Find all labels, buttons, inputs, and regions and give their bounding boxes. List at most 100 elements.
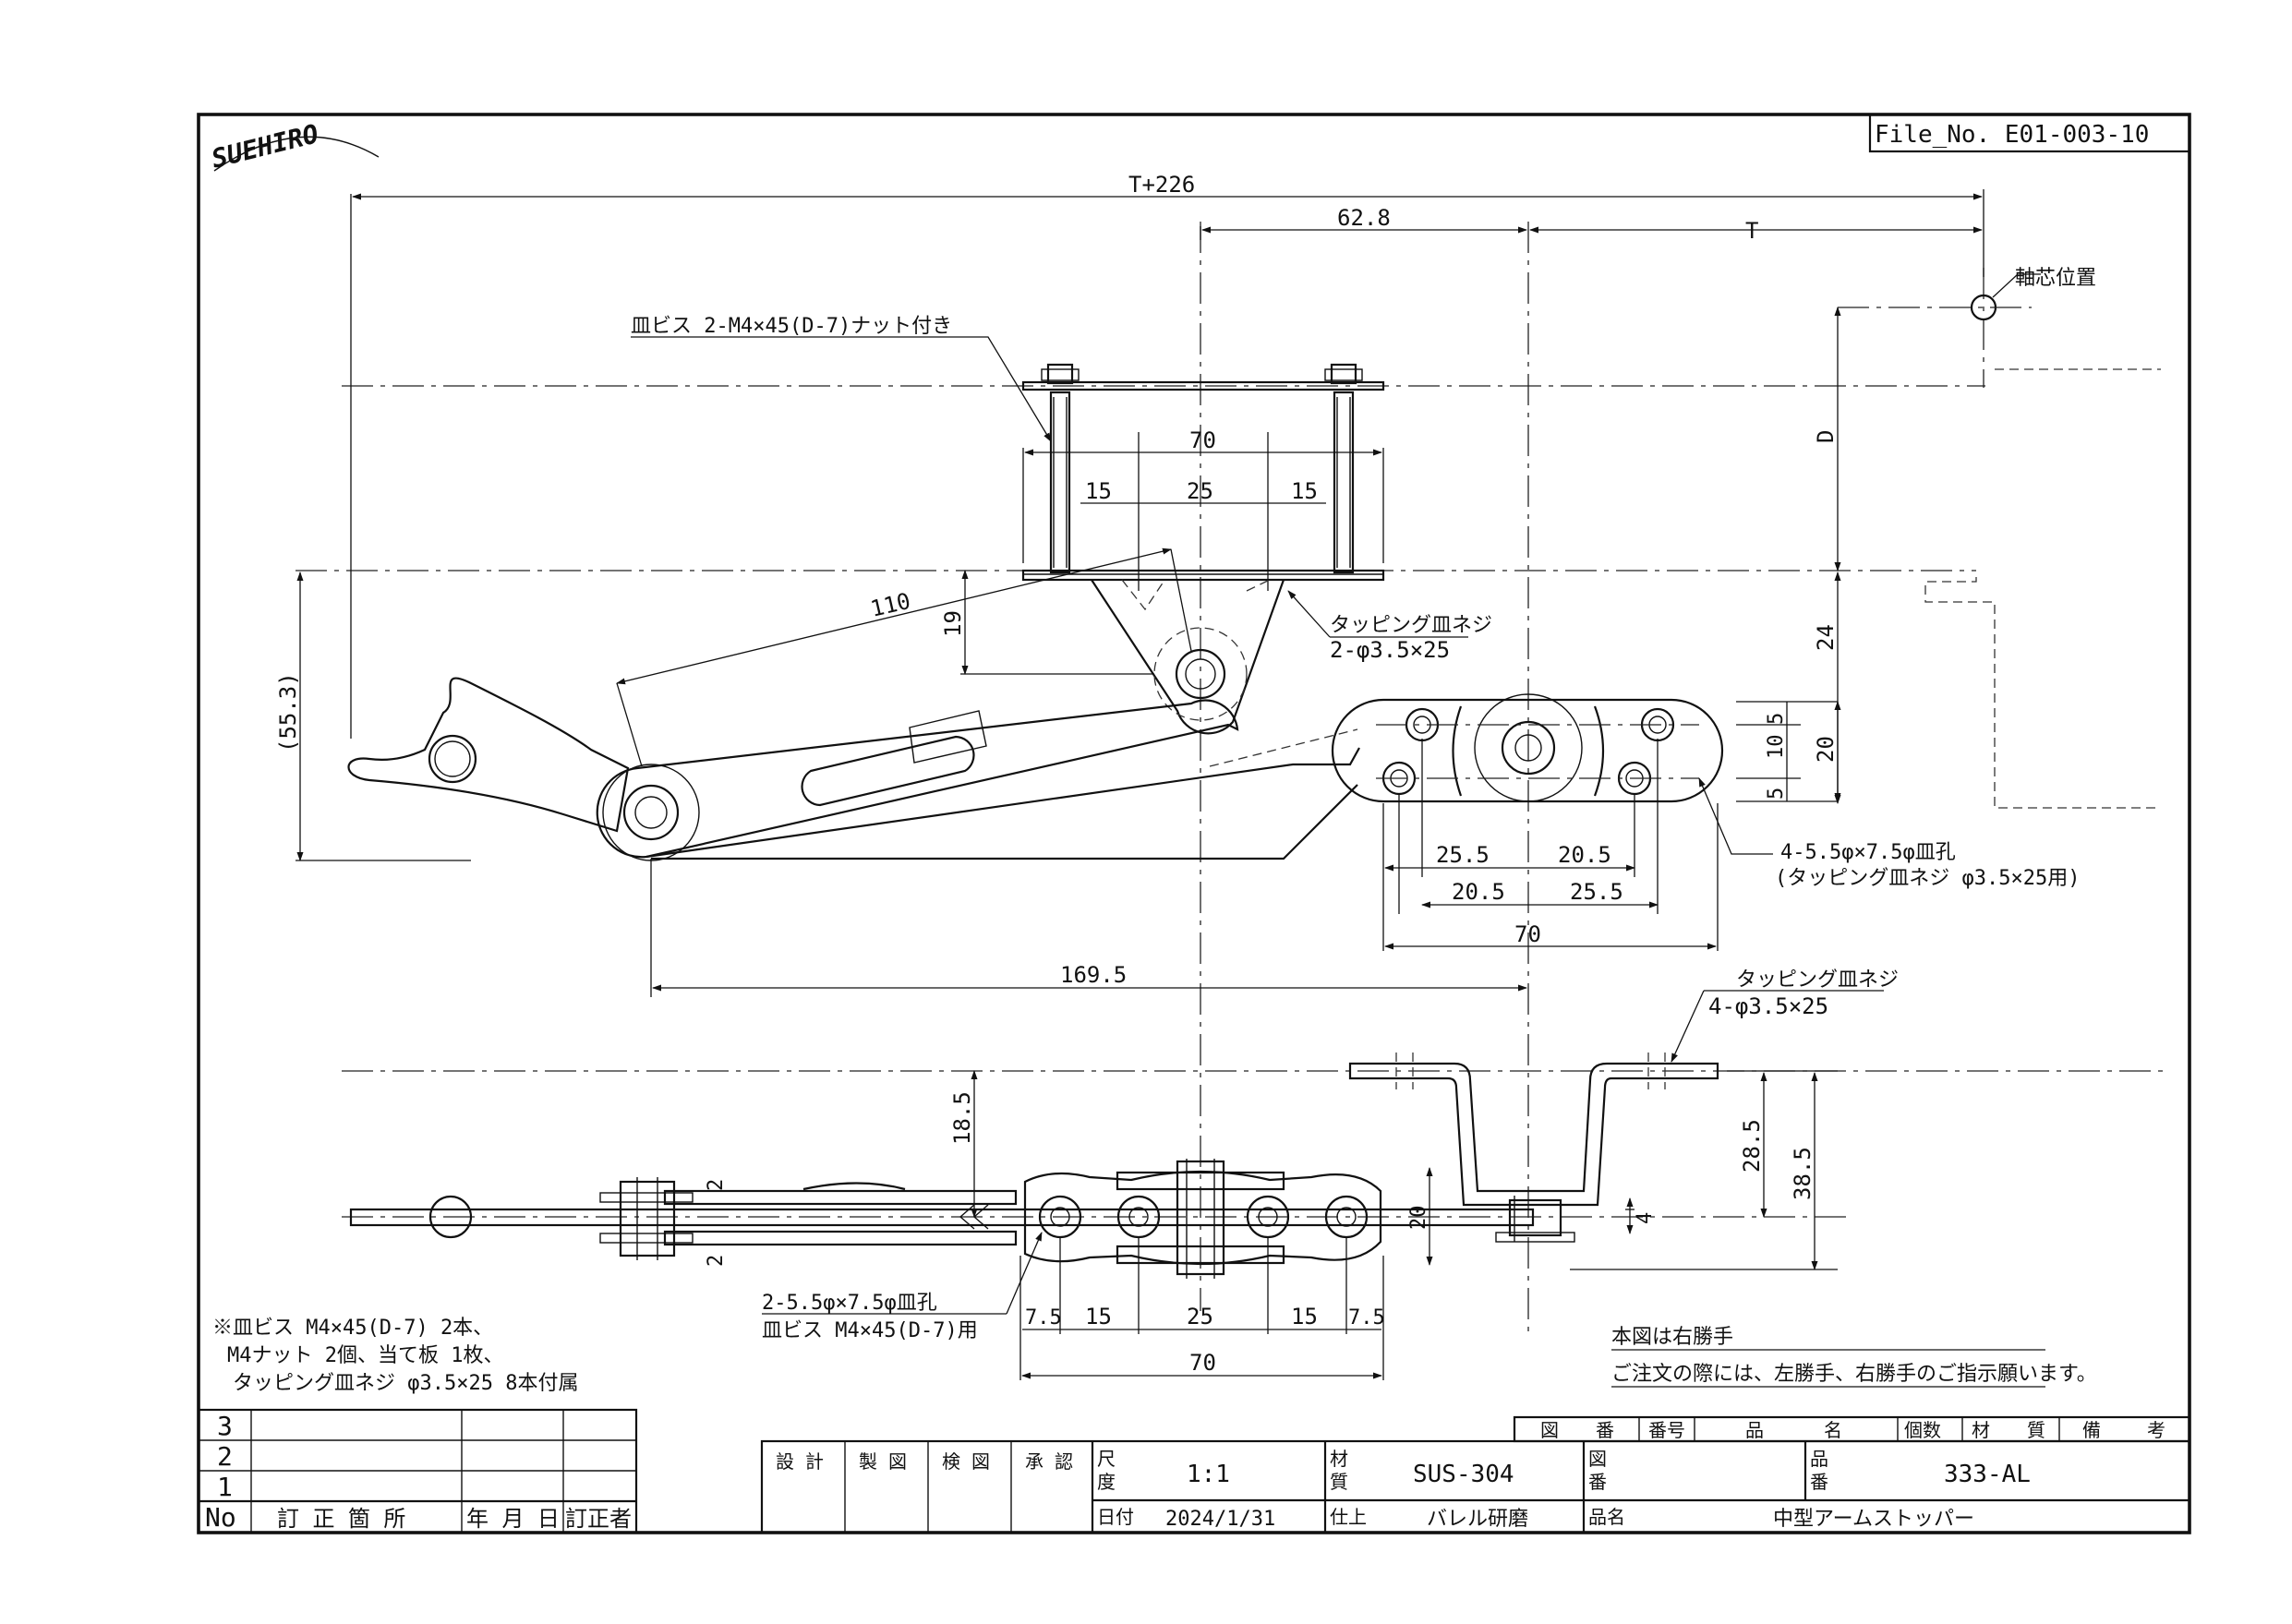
dim-b15b: 15 [1291,1304,1318,1329]
dim-10: 10 [1765,735,1788,760]
dim-20-5b: 20.5 [1452,879,1505,905]
dim-110: 110 [868,588,913,622]
dim-18-5: 18.5 [949,1091,975,1145]
accessory-note: ※皿ビス M4×45(D-7) 2本、 M4ナット 2個、当て板 1枚、 タッピ… [212,1317,578,1395]
dim-b7-5a: 7.5 [1025,1306,1062,1329]
dim-top-70: 70 [1189,427,1216,453]
dim-20v: 20 [1407,1206,1430,1231]
title-block: 設 計 製 図 検 図 承 認 尺 度 1:1 日付 2024/1/31 材 質… [760,1439,2191,1534]
finish-value: バレル研磨 [1427,1508,1528,1531]
svg-text:品: 品 [1745,1419,1764,1441]
dim-55-3: (55.3) [275,672,301,752]
svg-text:質: 質 [2027,1419,2045,1441]
file-number: File_No. E01-003-10 [1875,121,2149,149]
dim-24: 24 [1813,624,1839,651]
dim-mid-70: 70 [1514,921,1541,947]
date-value: 2024/1/31 [1165,1508,1275,1531]
dim-t: T [1745,218,1758,244]
dim-28-5: 28.5 [1739,1119,1765,1173]
svg-text:設 計: 設 計 [776,1450,824,1473]
dim-b15a: 15 [1085,1304,1112,1329]
dim-25-5b: 25.5 [1570,879,1623,905]
svg-text:番: 番 [1588,1471,1607,1493]
side-view: タッピング皿ネジ 4-φ3.5×25 18.5 28.5 38.5 [342,968,2170,1380]
svg-text:2: 2 [217,1441,233,1472]
svg-text:No: No [205,1502,236,1533]
product-name: 中型アームストッパー [1773,1508,1974,1531]
dim-19: 19 [940,610,966,637]
suehiro-logo: SUEHIRO [209,118,380,174]
accessory-line-2: M4ナット 2個、当て板 1枚、 [227,1344,503,1367]
dim-top-25: 25 [1187,478,1213,504]
svg-text:備: 備 [2082,1419,2101,1441]
dim-2b: 2 [705,1255,728,1267]
hand-line-1: 本図は右勝手 [1611,1326,1733,1349]
svg-text:番: 番 [1596,1419,1614,1441]
dim-25-5a: 25.5 [1436,842,1490,868]
product-number: 333-AL [1944,1461,2031,1488]
dim-b7-5b: 7.5 [1348,1306,1385,1329]
note-screw-top: 皿ビス 2-M4×45(D-7)ナット付き [631,315,952,338]
svg-text:訂 正 箇 所: 訂 正 箇 所 [277,1506,405,1532]
svg-text:番: 番 [1810,1471,1828,1493]
dim-20: 20 [1813,736,1839,763]
svg-text:SUEHIRO: SUEHIRO [209,118,322,174]
svg-text:名: 名 [1824,1419,1842,1441]
revision-table: 3 2 1 No 訂 正 箇 所 年 月 日 訂正者 [197,1408,638,1534]
note-holes-l2: (タッピング皿ネジ φ3.5×25用) [1775,867,2080,890]
note-tapping1-l2: 2-φ3.5×25 [1330,637,1450,663]
svg-text:考: 考 [2147,1419,2165,1441]
svg-text:検 図: 検 図 [942,1450,990,1473]
accessory-line-3: タッピング皿ネジ φ3.5×25 8本付属 [233,1372,578,1395]
svg-text:図: 図 [1588,1448,1607,1470]
svg-text:承 認: 承 認 [1025,1450,1073,1473]
note-holes2-l2: 皿ビス M4×45(D-7)用 [762,1319,978,1342]
svg-text:図: 図 [1540,1419,1559,1441]
note-tapping2-l2: 4-φ3.5×25 [1708,993,1828,1019]
dim-top-15a: 15 [1085,478,1112,504]
note-holes-l1: 4-5.5φ×7.5φ皿孔 [1780,841,1956,864]
dim-4: 4 [1634,1212,1657,1224]
svg-text:品: 品 [1810,1448,1828,1470]
dim-b25: 25 [1187,1304,1213,1329]
top-view: T+226 62.8 T 軸芯位置 D 24 [275,172,2161,1339]
dim-d: D [1813,430,1839,443]
svg-text:1: 1 [217,1472,233,1502]
svg-text:年 月 日: 年 月 日 [466,1506,560,1532]
svg-text:番号: 番号 [1648,1419,1685,1441]
parts-list-header: 図 番 番号 品 名 個数 材 質 備 考 [1513,1415,2191,1443]
dim-t226: T+226 [1128,172,1195,198]
svg-text:尺: 尺 [1097,1448,1116,1470]
svg-text:個数: 個数 [1904,1419,1941,1441]
dim-b70: 70 [1189,1350,1216,1376]
svg-text:3: 3 [217,1411,233,1441]
note-tapping2-l1: タッピング皿ネジ [1736,968,1899,992]
svg-text:製 図: 製 図 [859,1450,907,1473]
svg-text:材: 材 [1972,1419,1990,1441]
material-value: SUS-304 [1413,1461,1514,1488]
svg-text:日付: 日付 [1097,1506,1134,1528]
file-number-box [1868,113,2191,153]
scale-value: 1:1 [1187,1461,1230,1488]
note-holes2-l1: 2-5.5φ×7.5φ皿孔 [762,1292,937,1315]
hand-line-2: ご注文の際には、左勝手、右勝手のご指示願います。 [1611,1363,2097,1386]
note-tapping1-l1: タッピング皿ネジ [1330,614,1492,637]
dim-2a: 2 [705,1179,728,1191]
svg-text:度: 度 [1097,1471,1116,1493]
dim-5a: 5 [1765,713,1788,725]
svg-text:品名: 品名 [1588,1506,1625,1528]
dim-38-5: 38.5 [1790,1147,1816,1200]
svg-text:材: 材 [1330,1448,1348,1470]
svg-text:質: 質 [1330,1471,1348,1493]
dim-20-5a: 20.5 [1558,842,1611,868]
svg-text:訂正者: 訂正者 [565,1506,632,1532]
dim-top-15b: 15 [1291,478,1318,504]
note-axis: 軸芯位置 [2015,267,2096,290]
dim-62-8: 62.8 [1337,205,1391,231]
svg-text:仕上: 仕上 [1330,1506,1367,1528]
hand-note: 本図は右勝手 ご注文の際には、左勝手、右勝手のご指示願います。 [1611,1326,2097,1388]
dim-169-5: 169.5 [1060,962,1127,988]
dim-5b: 5 [1765,788,1788,800]
accessory-line-1: ※皿ビス M4×45(D-7) 2本、 [212,1317,493,1340]
